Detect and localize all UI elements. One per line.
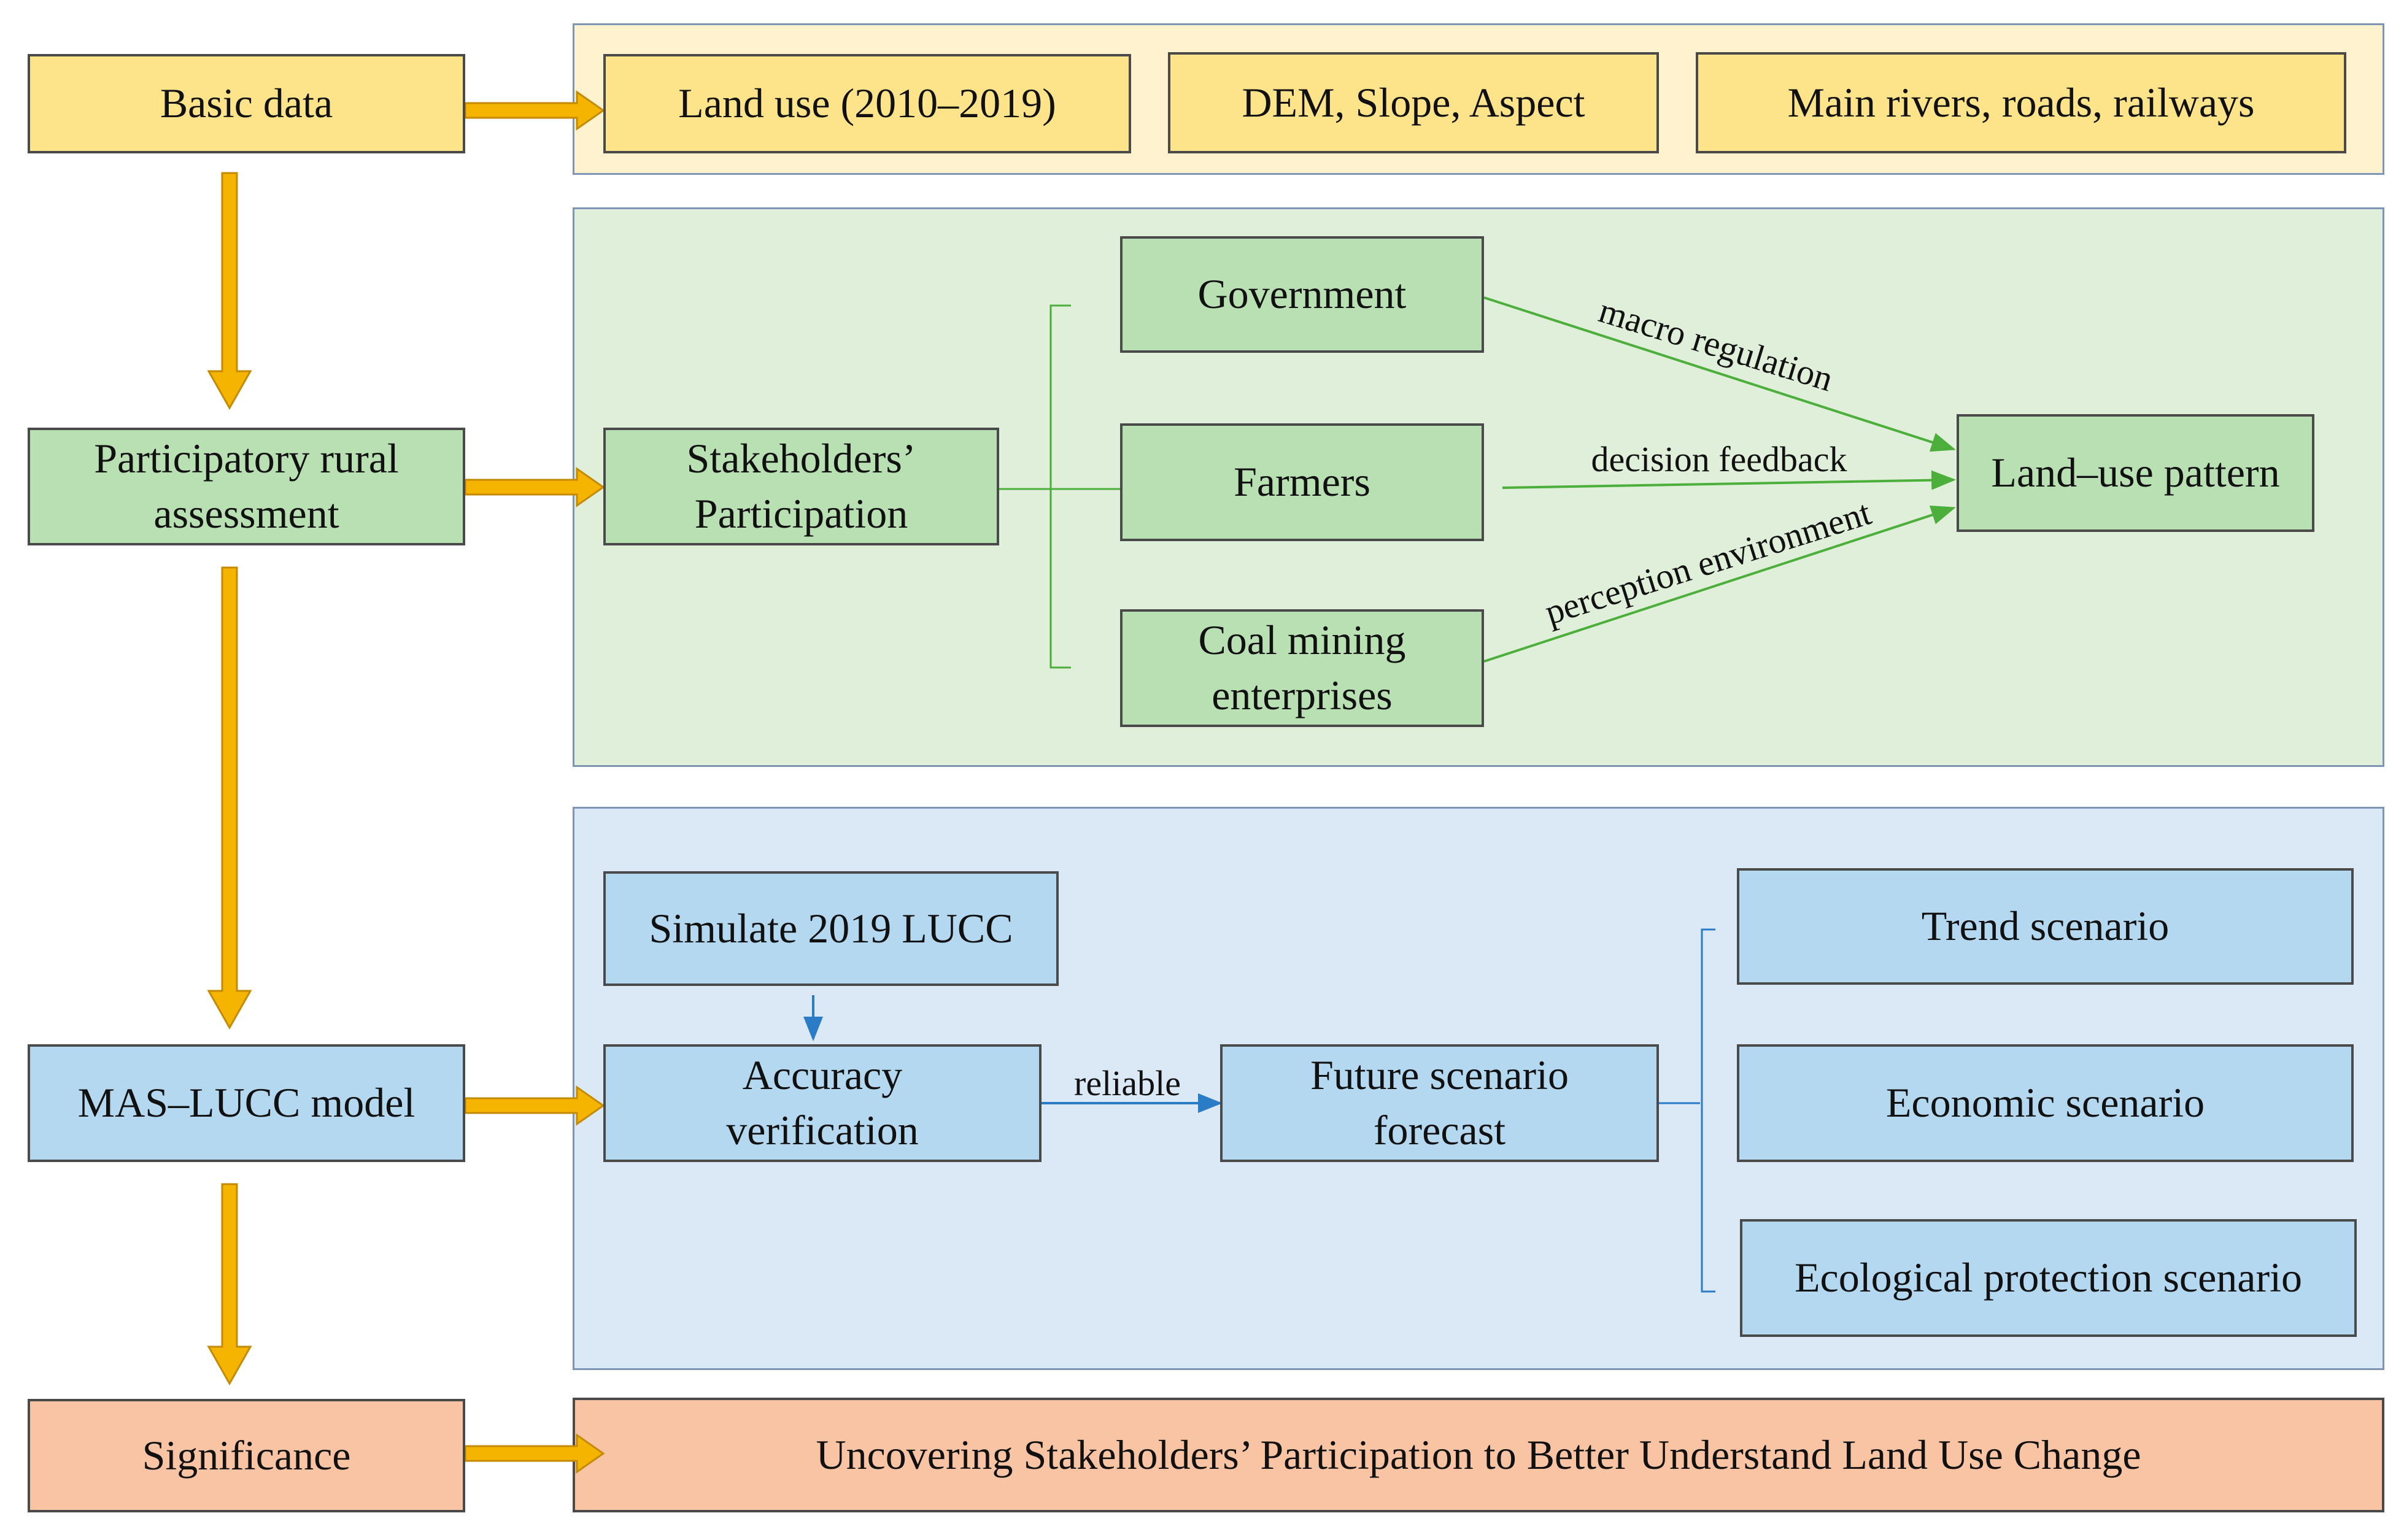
scenario-bracket bbox=[1659, 928, 1715, 1293]
macro-regulation-arrow bbox=[1483, 296, 1956, 452]
flow-arrow-basic-to-participatory bbox=[207, 172, 252, 410]
node-simulate-label: Simulate 2019 LUCC bbox=[649, 904, 1013, 952]
input-land-use-label: Land use (2010–2019) bbox=[678, 80, 1056, 127]
stage-mas-lucc-model: MAS–LUCC model bbox=[28, 1044, 465, 1162]
node-accuracy-label: Accuracy verification bbox=[726, 1052, 919, 1153]
decision-feedback-arrow bbox=[1502, 470, 1956, 490]
stage-significance-label: Significance bbox=[142, 1431, 351, 1479]
node-government: Government bbox=[1120, 236, 1484, 353]
node-simulate-2019-lucc: Simulate 2019 LUCC bbox=[603, 871, 1059, 986]
flow-arrow-significance-to-statement bbox=[464, 1433, 605, 1474]
node-trend-label: Trend scenario bbox=[1921, 903, 2170, 950]
flow-arrow-mas-to-significance bbox=[207, 1183, 252, 1386]
stage-basic-data: Basic data bbox=[28, 54, 465, 153]
node-ecological-label: Ecological protection scenario bbox=[1795, 1254, 2302, 1301]
stage-significance: Significance bbox=[28, 1399, 465, 1512]
stage-basic-data-label: Basic data bbox=[160, 80, 333, 127]
node-land-pattern-label: Land–use pattern bbox=[1991, 449, 2280, 496]
significance-statement: Uncovering Stakeholders’ Participation t… bbox=[574, 1399, 2383, 1511]
flow-arrow-basic-to-inputs bbox=[464, 90, 605, 131]
node-coal-label: Coal mining enterprises bbox=[1198, 617, 1406, 718]
perception-environment-arrow bbox=[1483, 505, 1956, 663]
label-decision-feedback: decision feedback bbox=[1591, 439, 1847, 479]
input-dem-label: DEM, Slope, Aspect bbox=[1242, 79, 1585, 126]
node-farmers: Farmers bbox=[1120, 423, 1484, 541]
node-economic-scenario: Economic scenario bbox=[1737, 1044, 2354, 1162]
node-accuracy-verification: Accuracy verification bbox=[603, 1044, 1042, 1162]
node-stakeholders-participation: Stakeholders’ Participation bbox=[603, 428, 999, 545]
significance-statement-label: Uncovering Stakeholders’ Participation t… bbox=[816, 1431, 2141, 1478]
node-coal-mining-enterprises: Coal mining enterprises bbox=[1120, 609, 1484, 727]
stage-mas-lucc-label: MAS–LUCC model bbox=[77, 1079, 415, 1126]
flow-arrow-participatory-to-mas bbox=[207, 566, 252, 1030]
flow-arrow-participatory-to-stakeholders bbox=[464, 467, 605, 507]
node-land-use-pattern: Land–use pattern bbox=[1957, 414, 2314, 532]
input-rivers-label: Main rivers, roads, railways bbox=[1787, 79, 2255, 126]
input-land-use: Land use (2010–2019) bbox=[603, 54, 1131, 153]
node-farmers-label: Farmers bbox=[1234, 458, 1370, 506]
node-ecological-protection-scenario: Ecological protection scenario bbox=[1740, 1219, 2357, 1337]
stage-participatory-assessment: Participatory rural assessment bbox=[28, 428, 465, 545]
panel-significance bbox=[573, 1398, 2384, 1512]
input-rivers-roads-railways: Main rivers, roads, railways bbox=[1696, 52, 2346, 153]
node-government-label: Government bbox=[1197, 271, 1407, 318]
stakeholder-bracket bbox=[999, 304, 1120, 669]
stage-participatory-label: Participatory rural assessment bbox=[94, 435, 399, 537]
node-economic-label: Economic scenario bbox=[1885, 1079, 2205, 1126]
node-trend-scenario: Trend scenario bbox=[1737, 868, 2354, 985]
node-future-label: Future scenario forecast bbox=[1310, 1052, 1569, 1153]
label-reliable: reliable bbox=[1074, 1063, 1181, 1103]
flow-arrow-mas-to-accuracy bbox=[464, 1085, 605, 1126]
node-future-scenario-forecast: Future scenario forecast bbox=[1220, 1044, 1659, 1162]
node-stakeholders-label: Stakeholders’ Participation bbox=[686, 435, 916, 537]
input-dem-slope-aspect: DEM, Slope, Aspect bbox=[1168, 52, 1659, 153]
